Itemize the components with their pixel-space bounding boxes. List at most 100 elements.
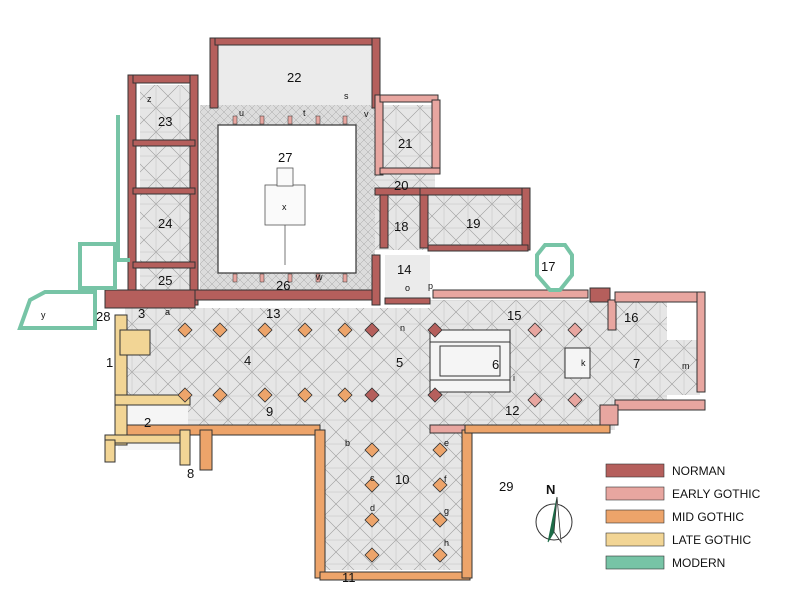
pier xyxy=(364,442,380,458)
refectory-floor xyxy=(215,45,375,105)
label-9: 9 xyxy=(266,404,273,419)
label-14: 14 xyxy=(397,262,411,277)
letter-i: i xyxy=(513,373,515,383)
pier xyxy=(567,392,583,408)
letter-g: g xyxy=(444,506,449,516)
cloister-buttress xyxy=(232,115,238,125)
letter-v: v xyxy=(364,109,369,119)
pier xyxy=(257,387,273,403)
label-26: 26 xyxy=(276,278,290,293)
label-19: 19 xyxy=(466,216,480,231)
north-label: N xyxy=(546,482,555,497)
legend-label: MID GOTHIC xyxy=(672,510,744,524)
cloister-buttress xyxy=(315,273,321,283)
floor-areas xyxy=(118,45,700,570)
pier xyxy=(364,322,380,338)
label-20: 20 xyxy=(394,178,408,193)
label-7: 7 xyxy=(633,356,640,371)
label-28: 28 xyxy=(96,309,110,324)
pier xyxy=(177,322,193,338)
mid-gothic-walls xyxy=(124,424,611,581)
early-gothic-walls xyxy=(374,94,706,434)
label-29: 29 xyxy=(499,479,513,494)
choir-stalls xyxy=(429,329,591,393)
modern-structures xyxy=(17,115,574,330)
legend-swatch xyxy=(605,486,665,501)
label-13: 13 xyxy=(266,306,280,321)
letter-d: d xyxy=(370,503,375,513)
pier xyxy=(432,477,448,493)
room-14-floor xyxy=(385,255,430,300)
pier xyxy=(432,442,448,458)
label-27: 27 xyxy=(278,150,292,165)
letter-x: x xyxy=(282,202,287,212)
label-24: 24 xyxy=(158,216,172,231)
pier xyxy=(177,387,193,403)
label-17: 17 xyxy=(541,259,555,274)
cloister-buttress xyxy=(342,115,348,125)
lady-chapel-floor xyxy=(662,340,700,395)
letter-e: e xyxy=(444,438,449,448)
pier xyxy=(337,322,353,338)
well-house xyxy=(264,184,306,226)
label-10: 10 xyxy=(395,472,409,487)
letter-y: y xyxy=(41,310,46,320)
cloister-buttress xyxy=(259,273,265,283)
label-25: 25 xyxy=(158,273,172,288)
label-1: 1 xyxy=(106,355,113,370)
pier xyxy=(364,547,380,563)
legend-label: NORMAN xyxy=(672,464,725,478)
label-5: 5 xyxy=(396,355,403,370)
legend-swatch xyxy=(605,463,665,478)
letter-f: f xyxy=(444,474,447,484)
piers xyxy=(177,115,583,563)
cloister-buttress xyxy=(259,115,265,125)
letter-m: m xyxy=(682,361,690,371)
letter-labels: a b c d e f g h i k m n o p s t u v w x … xyxy=(41,91,690,548)
pier xyxy=(364,387,380,403)
letter-b: b xyxy=(345,438,350,448)
letter-u: u xyxy=(239,108,244,118)
room-19-floor xyxy=(425,195,525,250)
letter-n: n xyxy=(400,323,405,333)
label-12: 12 xyxy=(505,403,519,418)
legend-label: EARLY GOTHIC xyxy=(672,487,761,501)
cloister-buttress xyxy=(287,115,293,125)
letter-w: w xyxy=(315,272,323,282)
label-3: 3 xyxy=(138,306,145,321)
pier xyxy=(527,392,543,408)
late-gothic-walls xyxy=(104,314,191,466)
letter-a: a xyxy=(165,307,170,317)
legend-swatch xyxy=(605,532,665,547)
pier xyxy=(567,322,583,338)
cloister-buttress xyxy=(232,273,238,283)
letter-o: o xyxy=(405,283,410,293)
pier xyxy=(432,512,448,528)
legend-swatch xyxy=(605,555,665,570)
letter-c: c xyxy=(370,473,375,483)
label-22: 22 xyxy=(287,70,301,85)
label-23: 23 xyxy=(158,114,172,129)
pier xyxy=(364,477,380,493)
cloister-buttress xyxy=(342,273,348,283)
pier xyxy=(297,387,313,403)
chapter-house-floor xyxy=(380,105,435,170)
label-2: 2 xyxy=(144,415,151,430)
pier xyxy=(212,322,228,338)
label-15: 15 xyxy=(507,308,521,323)
pier xyxy=(364,512,380,528)
label-6: 6 xyxy=(492,357,499,372)
letter-p: p xyxy=(428,281,433,291)
label-18: 18 xyxy=(394,219,408,234)
pier xyxy=(427,322,443,338)
letter-s: s xyxy=(344,91,349,101)
legend-label: MODERN xyxy=(672,556,725,570)
label-8: 8 xyxy=(187,466,194,481)
label-21: 21 xyxy=(398,136,412,151)
pier xyxy=(257,322,273,338)
letter-z: z xyxy=(147,94,152,104)
letter-h: h xyxy=(444,538,449,548)
letter-t: t xyxy=(303,108,306,118)
label-4: 4 xyxy=(244,353,251,368)
